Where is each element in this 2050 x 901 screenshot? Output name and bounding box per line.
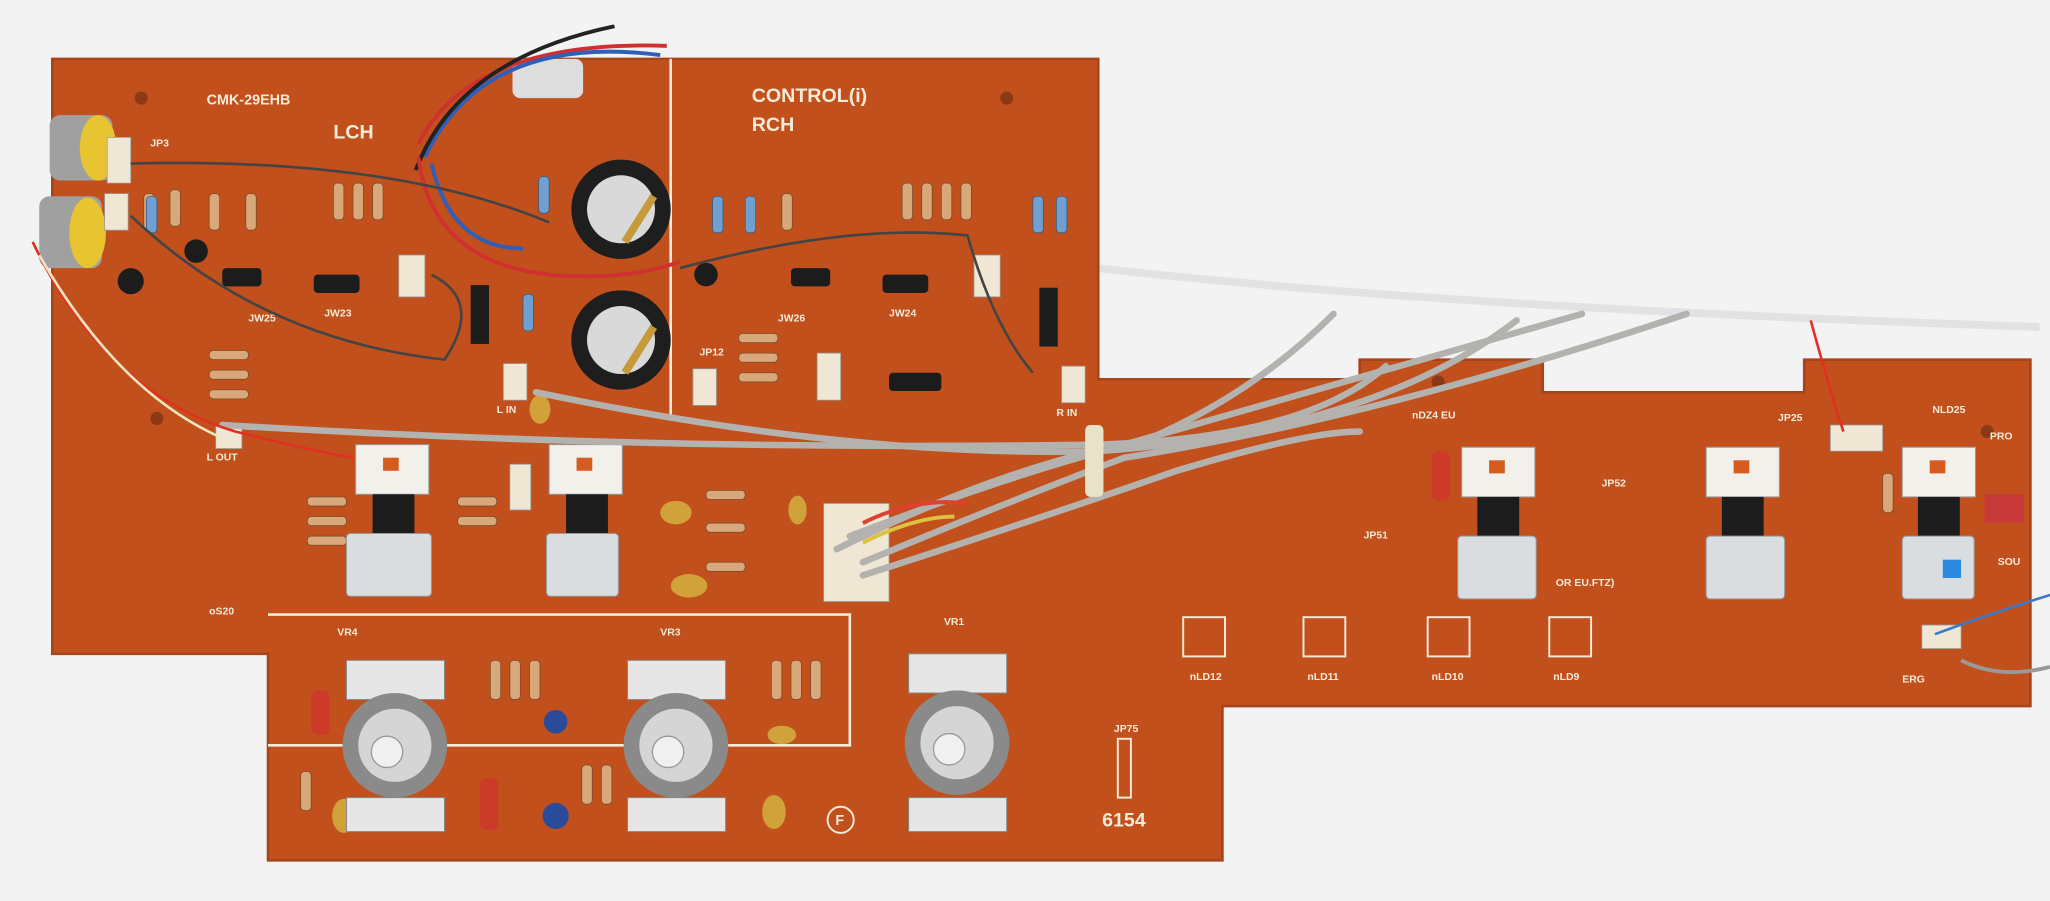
label-s20: oS20	[209, 607, 234, 618]
label-rin: R IN	[1056, 408, 1077, 419]
red-capacitors	[311, 451, 1450, 831]
label-jp51: JP51	[1364, 531, 1389, 542]
label-eu-ftz: OR EU.FTZ)	[1556, 578, 1615, 589]
transistors	[117, 239, 1058, 392]
label-vr3: VR3	[660, 627, 680, 638]
label-jw24: JW24	[889, 308, 916, 319]
lch-label: LCH	[333, 122, 373, 144]
red-header	[1984, 494, 2024, 524]
rch-label: RCH	[752, 114, 794, 136]
label-sou: SOU	[1998, 557, 2021, 568]
label-lout: L OUT	[207, 452, 239, 463]
label-nld25: NLD25	[1932, 405, 1965, 416]
circled-f-mark	[826, 805, 855, 834]
push-switches	[345, 444, 1977, 600]
label-jw23: JW23	[324, 308, 351, 319]
large-capacitors	[571, 159, 671, 390]
label-jw25: JW25	[248, 314, 275, 325]
label-vr4: VR4	[337, 627, 357, 638]
label-ndz4: nDZ4 EU	[1412, 410, 1456, 421]
board-slot	[512, 58, 584, 99]
cable-tie	[1085, 425, 1104, 497]
label-erg: ERG	[1902, 675, 1925, 686]
circuit-board	[50, 57, 2032, 862]
label-nld11: nLD11	[1307, 672, 1339, 683]
potentiometers	[342, 653, 1010, 833]
label-nld9: nLD9	[1553, 672, 1579, 683]
part-code: CMK-29EHB	[207, 93, 291, 109]
control-title: CONTROL(i)	[752, 85, 867, 107]
led-footprints	[1116, 616, 1593, 799]
section-outline	[268, 613, 852, 747]
label-jp3: JP3	[150, 139, 169, 150]
label-jp75: JP75	[1114, 724, 1139, 735]
label-nld12: nLD12	[1190, 672, 1222, 683]
label-jp25: JP25	[1778, 413, 1803, 424]
label-vr1: VR1	[944, 617, 964, 628]
resistors	[143, 176, 1894, 812]
label-nld10: nLD10	[1432, 672, 1464, 683]
label-pro: PRO	[1990, 431, 2013, 442]
label-jp52: JP52	[1602, 478, 1627, 489]
blue-capacitors	[542, 710, 569, 829]
cloth-fold	[1097, 264, 2040, 331]
label-lin: L IN	[497, 405, 517, 416]
circled-f-text: F	[835, 813, 844, 829]
label-jw26: JW26	[778, 314, 805, 325]
label-jp12: JP12	[699, 348, 724, 359]
twisted-wires	[31, 24, 2050, 675]
board-number: 6154	[1102, 809, 1146, 831]
